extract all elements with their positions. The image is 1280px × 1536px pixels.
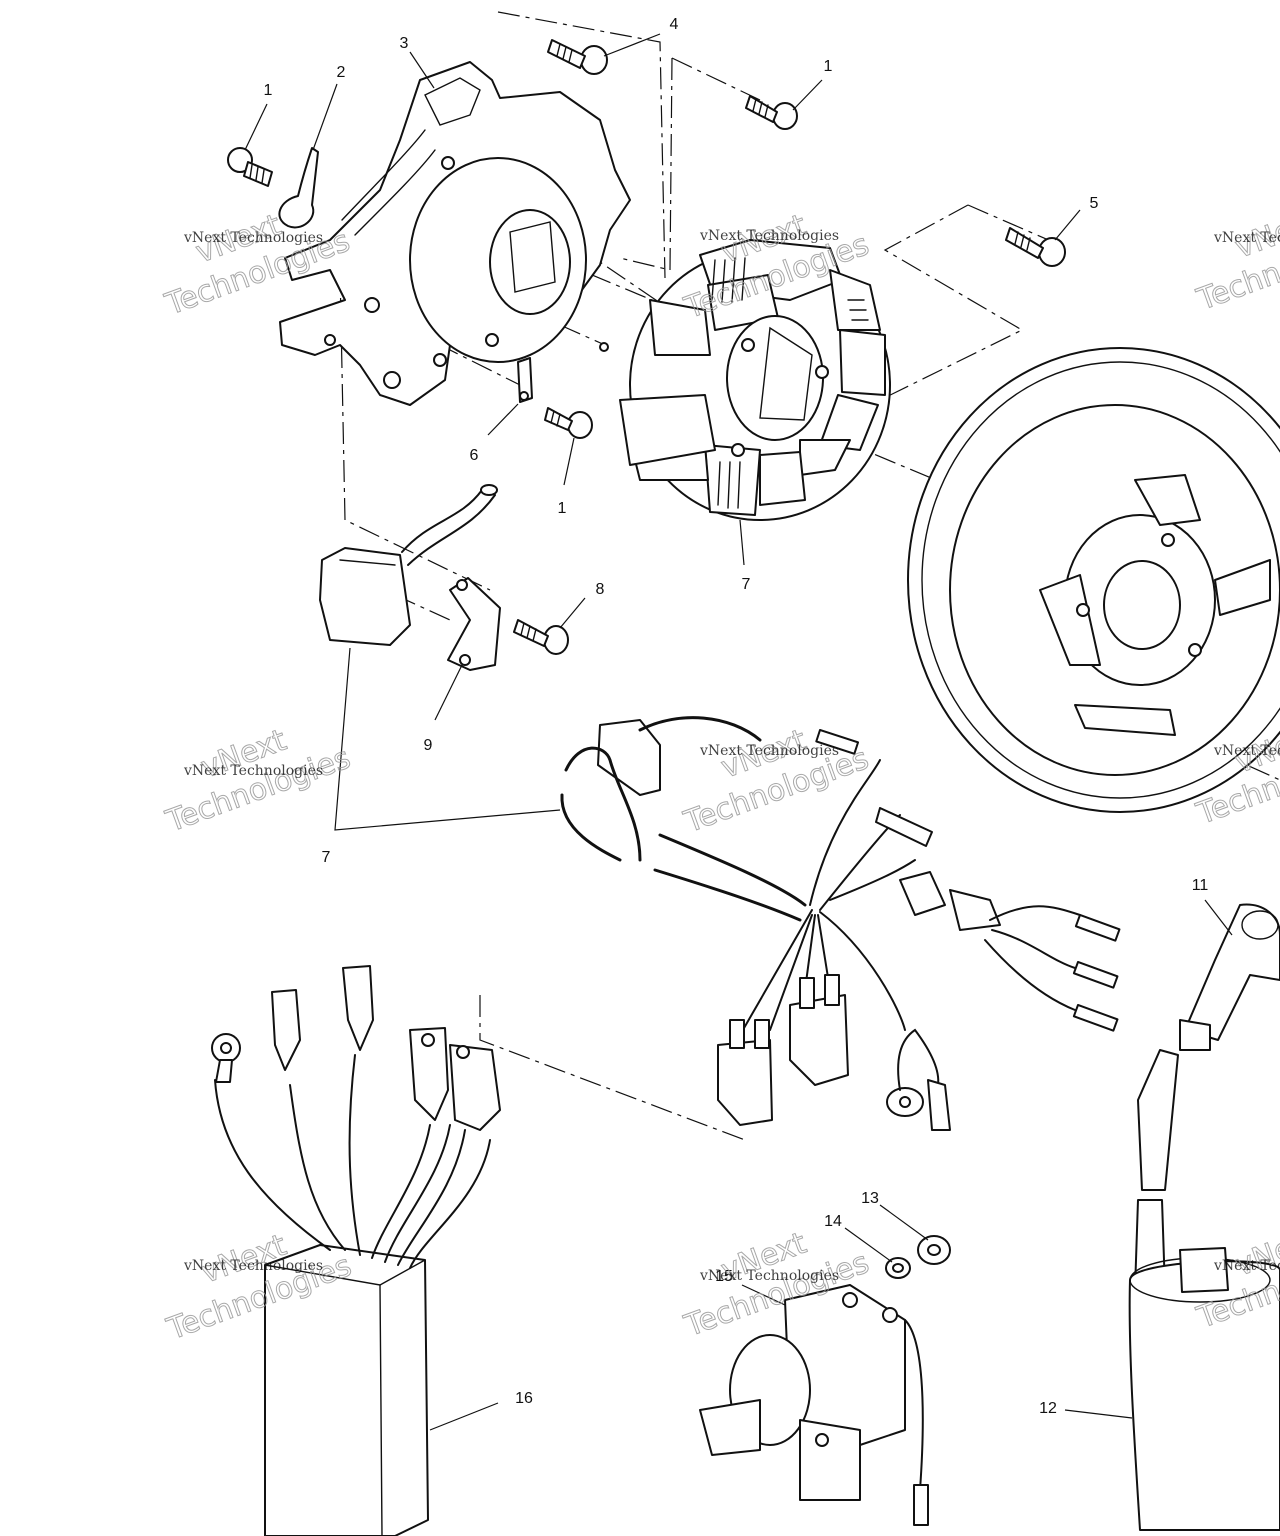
watermark-small: vNext Technologies [1213,1258,1280,1274]
watermark-small: vNext Technologies [1213,230,1280,246]
callout-6: 6 [470,447,479,464]
callout-8: 8 [596,581,605,598]
watermark-small: vNext Technologies [1213,743,1280,759]
callout-2: 2 [337,64,346,81]
callout-12: 12 [1039,1400,1057,1417]
watermark-small: vNext Technologies [183,230,323,246]
callout-5: 5 [1090,195,1099,212]
watermark-small: vNext Technologies [699,743,839,759]
bolt-1-upper-right [745,95,798,130]
stator [619,239,891,521]
callout-13: 13 [861,1190,879,1207]
callout-1-upper: 1 [824,58,833,75]
bolt-1-center [544,407,593,439]
flywheel [907,347,1280,813]
watermark-top-left: vNext Technologies vNext Technologies [160,207,355,323]
callout-14: 14 [824,1213,842,1230]
callout-3: 3 [400,35,409,52]
bolt-8 [513,619,569,655]
watermark-small: vNext Technologies [183,1258,323,1274]
wire-block [319,484,498,646]
stator-plate [279,61,631,406]
callout-7-harness: 7 [322,849,331,866]
callout-1-center: 1 [558,500,567,517]
watermark-small: vNext Technologies [699,1268,839,1284]
cdi-box [211,965,501,1536]
washer-13 [917,1235,951,1265]
bolt-5 [1005,227,1066,267]
callout-4: 4 [670,16,679,33]
callout-16: 16 [515,1390,533,1407]
callout-numbers: 1 2 3 4 1 5 6 1 7 8 9 7 11 13 14 15 16 1… [264,16,1209,1417]
spark-plug-cap [1179,903,1280,1051]
lock-tab [517,357,533,403]
washer-14 [885,1257,911,1279]
harness-clamp [447,577,501,671]
watermark-small: vNext Technologies [699,228,839,244]
callout-1: 1 [264,82,273,99]
callout-7-stator: 7 [742,576,751,593]
spring-clip [278,147,319,229]
starter-solenoid [699,1284,929,1526]
watermark-mid-left: vNext Technologies vNext Technologies [161,722,356,840]
callout-11: 11 [1192,877,1209,894]
leader-lines [244,33,1233,1431]
watermark-top-right: vNext Technologies vNext Technologies [1192,202,1280,319]
watermark-small: vNext Technologies [183,763,323,779]
bolt-4 [547,39,608,75]
wiring-harness [560,716,1121,1131]
bolt-1-left [227,147,273,187]
callout-9: 9 [424,737,433,754]
ignition-coil [1128,1049,1280,1531]
callout-15: 15 [715,1268,733,1285]
